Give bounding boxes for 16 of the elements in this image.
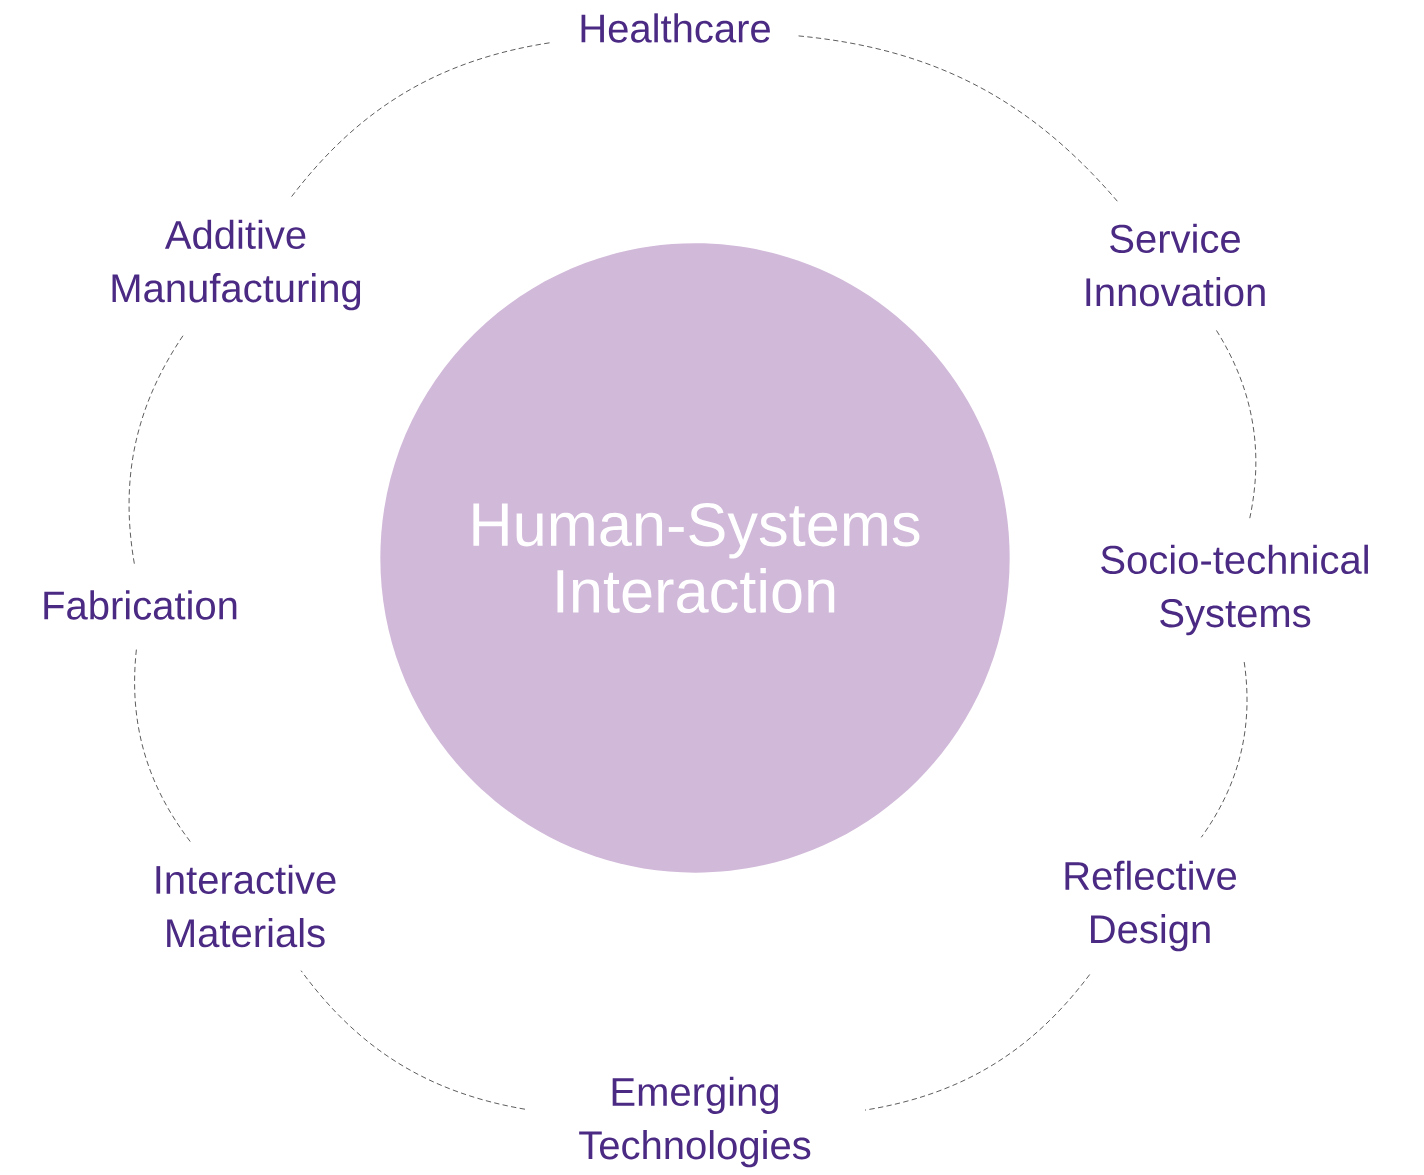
dashed-arc (798, 35, 1118, 202)
dashed-arc (1200, 661, 1248, 838)
topic-label: Additive Manufacturing (112, 219, 361, 311)
dashed-arc (134, 646, 191, 842)
dashed-arc (1216, 330, 1257, 519)
topic-label: Socio-technical Systems (1101, 544, 1368, 636)
dashed-arc (864, 974, 1091, 1111)
dashed-arc (291, 42, 552, 197)
topic-label: Service Innovation (1086, 223, 1265, 307)
topic-label: Reflective Design (1065, 860, 1237, 952)
topic-label: Healthcare (581, 13, 770, 43)
topic-label: Fabrication (44, 590, 237, 620)
dashed-arc (128, 333, 185, 565)
topic-label: Emerging Technologies (579, 1076, 811, 1168)
dashed-arc (300, 970, 526, 1110)
topic-label: Interactive Materials (156, 864, 336, 948)
